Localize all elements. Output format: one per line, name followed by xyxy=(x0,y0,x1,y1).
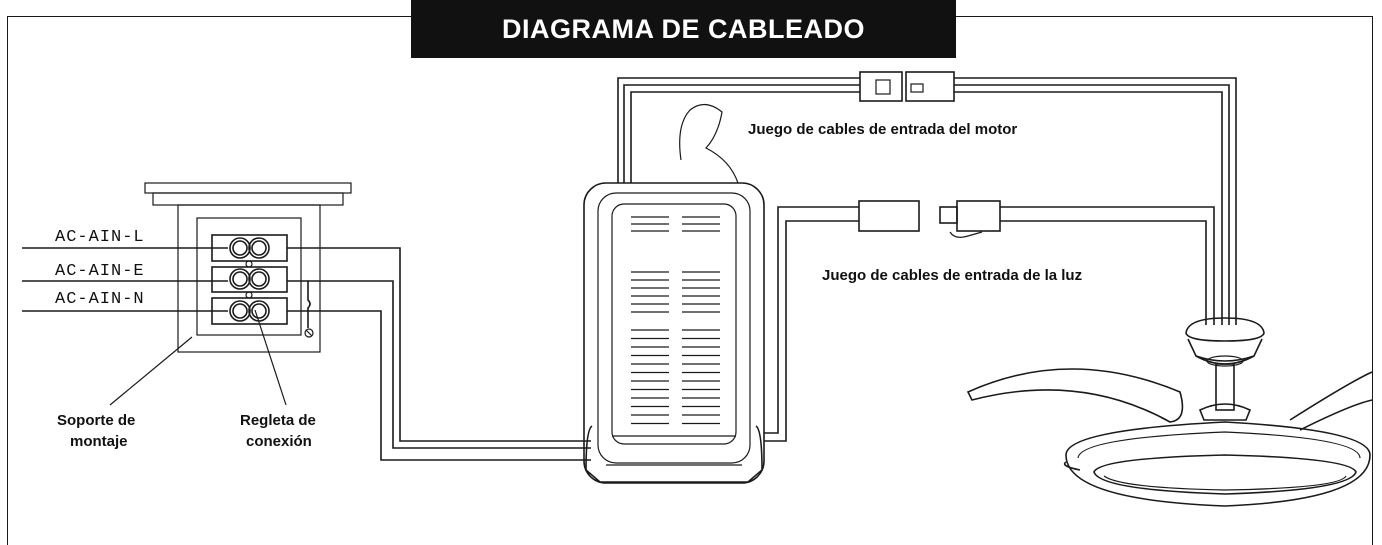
light-cable-set xyxy=(764,200,1215,442)
diagram-title: DIAGRAMA DE CABLEADO xyxy=(411,0,956,58)
label-terminal-2: conexión xyxy=(246,433,312,450)
ceiling-fan xyxy=(966,317,1373,507)
label-bracket-1: Soporte de xyxy=(57,412,135,429)
label-bracket-2: montaje xyxy=(70,433,128,450)
label-ac-ain-n: AC-AIN-N xyxy=(55,290,145,309)
label-motor-cables: Juego de cables de entrada del motor xyxy=(748,121,1017,138)
label-light-cables: Juego de cables de entrada de la luz xyxy=(822,267,1082,284)
label-ac-ain-l: AC-AIN-L xyxy=(55,228,145,247)
receiver-vents xyxy=(631,216,720,425)
motor-cable-set xyxy=(617,71,1237,325)
receiver-module xyxy=(583,103,765,484)
label-terminal-1: Regleta de xyxy=(240,412,316,429)
receiver-input-wires xyxy=(287,247,591,461)
mounting-bracket xyxy=(144,182,352,353)
label-ac-ain-e: AC-AIN-E xyxy=(55,262,145,281)
mains-input-wires: AC-AIN-L AC-AIN-E AC-AIN-N xyxy=(22,228,228,312)
